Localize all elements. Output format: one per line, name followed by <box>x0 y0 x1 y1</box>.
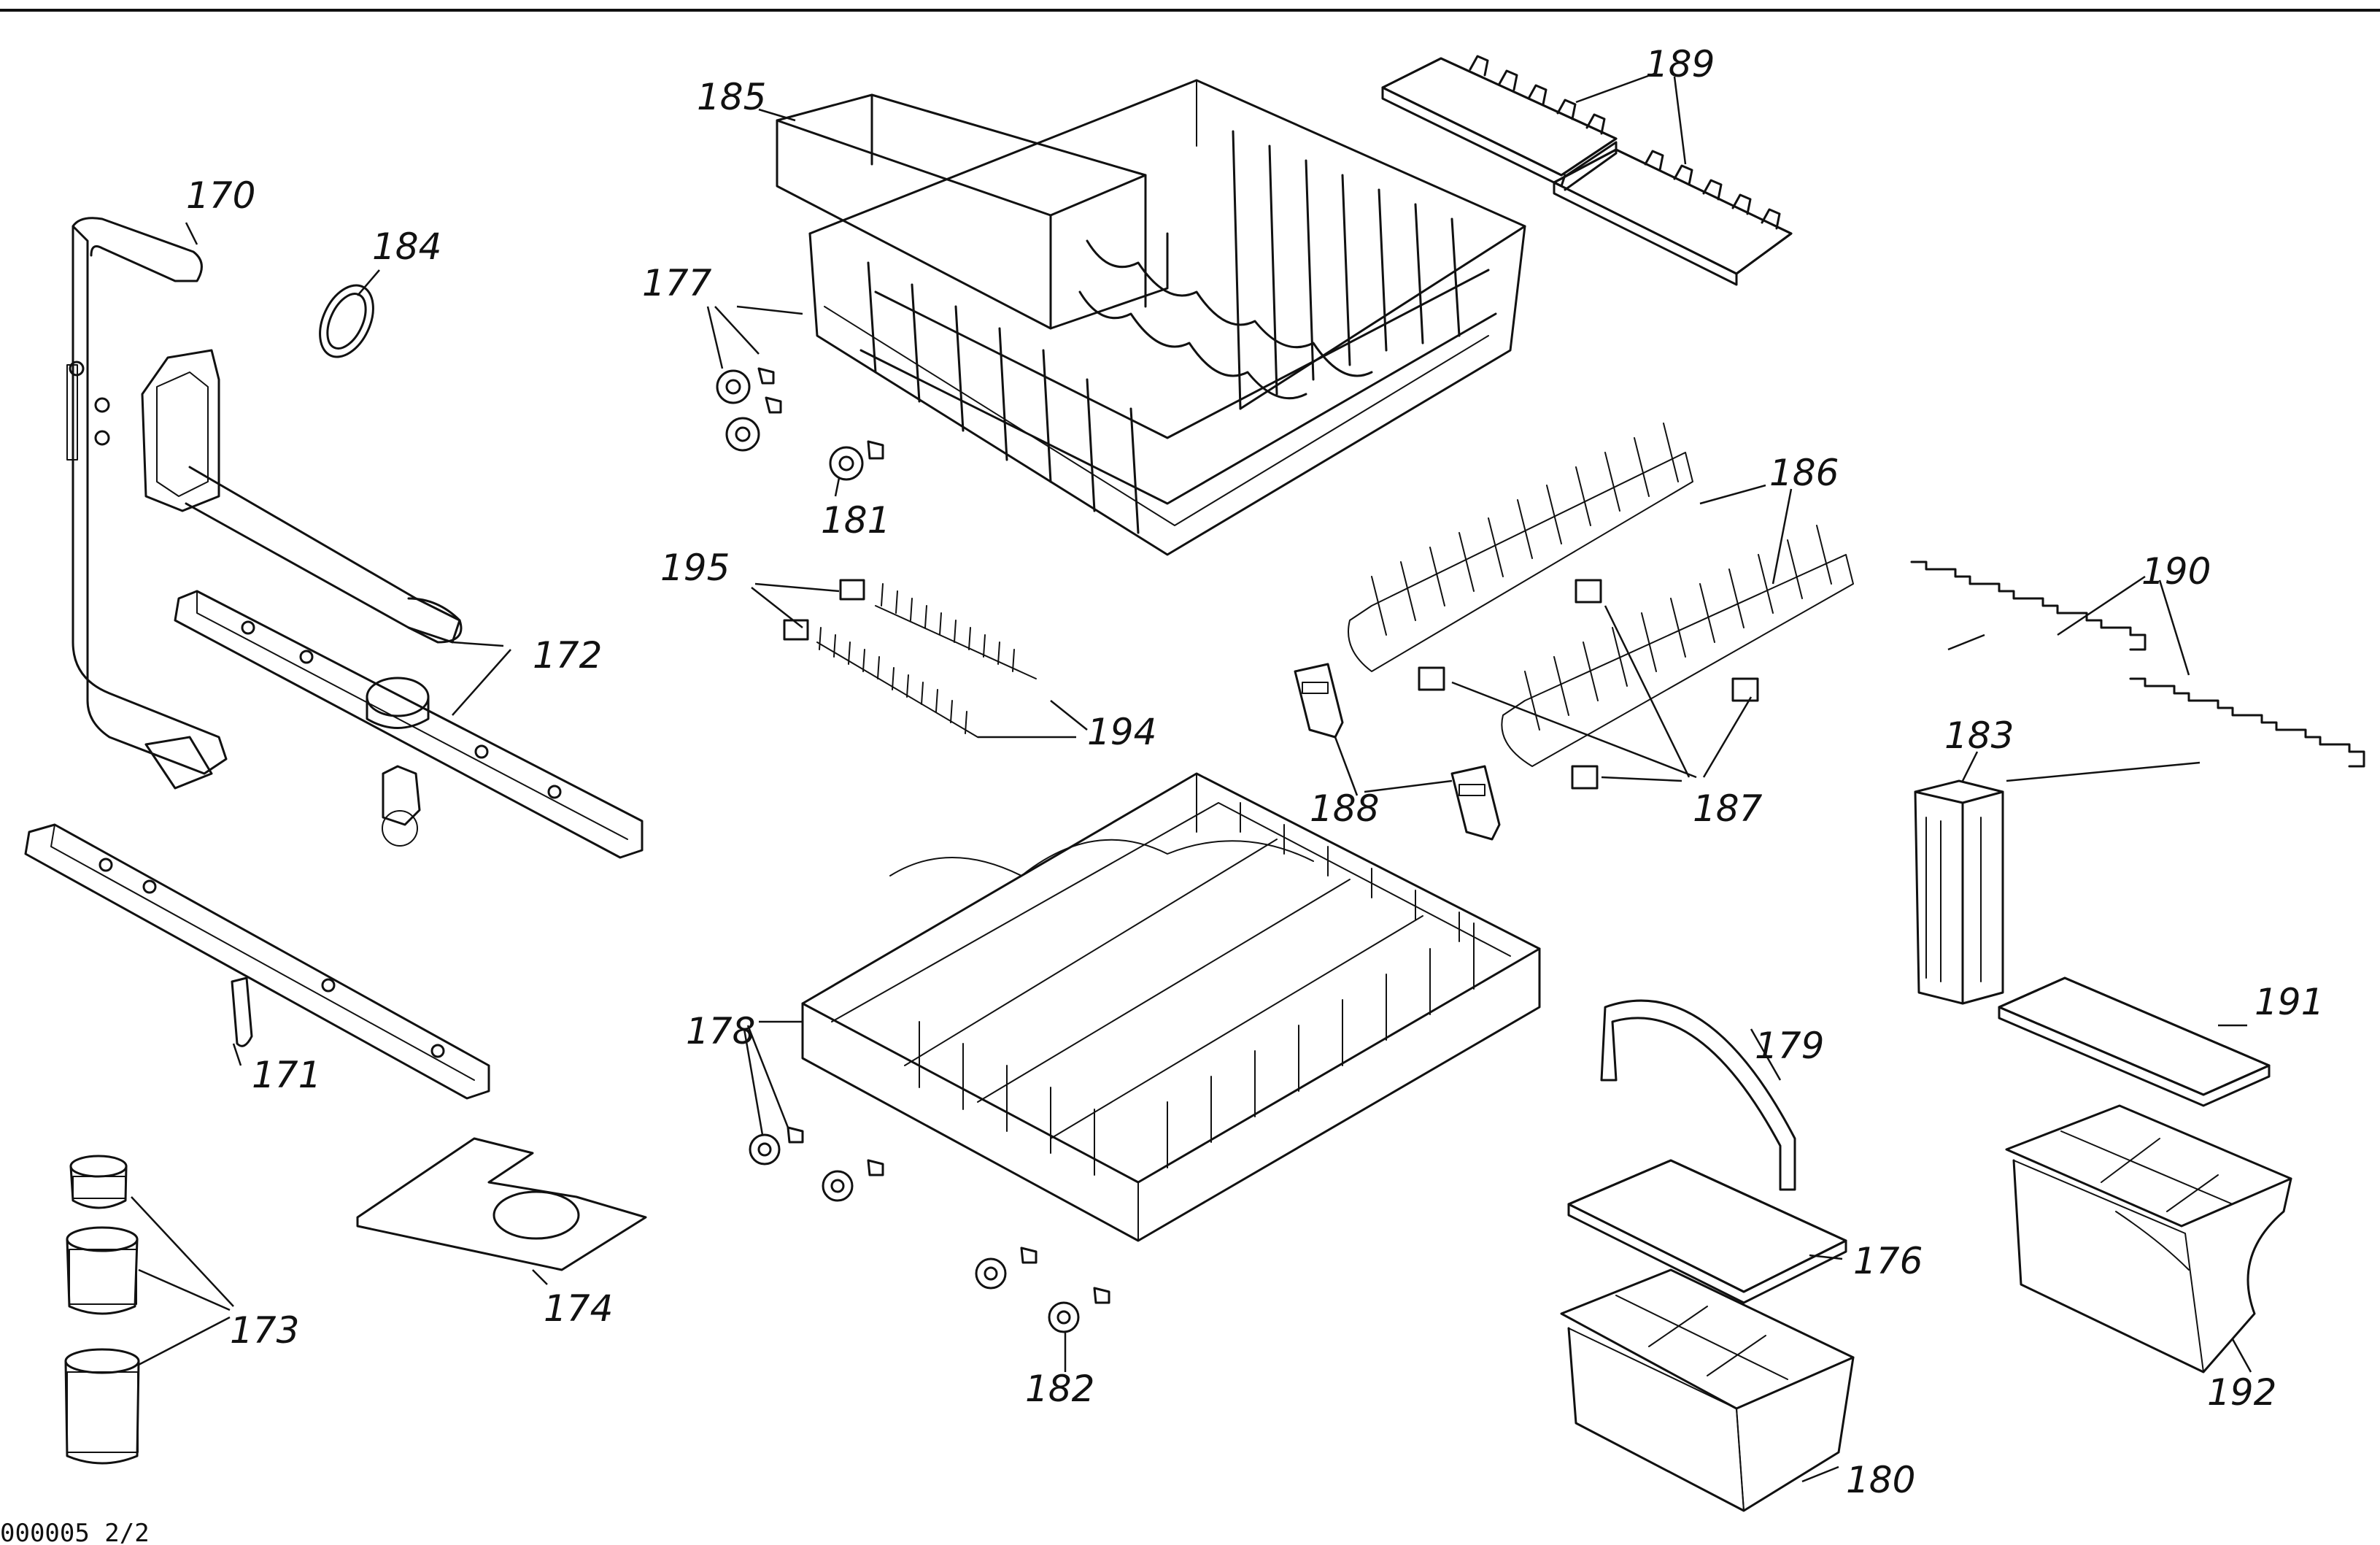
label-177: 177 <box>642 262 712 304</box>
part-170-spray-pipe <box>66 217 228 790</box>
label-171: 171 <box>252 1054 321 1096</box>
part-upper-feed-tube <box>141 349 463 644</box>
part-183-cutlery-cup <box>1914 779 2004 1005</box>
part-188-holders <box>1294 663 1501 841</box>
part-185-upper-basket <box>776 79 1526 556</box>
part-174-cover-plate <box>356 1137 647 1271</box>
part-187-clips <box>1418 579 1759 790</box>
label-185: 185 <box>697 76 766 118</box>
label-184: 184 <box>372 226 441 268</box>
label-176: 176 <box>1853 1240 1923 1282</box>
label-179: 179 <box>1755 1025 1824 1067</box>
part-lower-basket <box>749 772 1541 1333</box>
part-177-wheels <box>716 367 782 452</box>
label-170: 170 <box>186 174 255 217</box>
label-195: 195 <box>660 547 730 589</box>
label-182: 182 <box>1025 1368 1094 1410</box>
part-194-195-tine-racks <box>783 579 1037 738</box>
part-186-tine-rows <box>1348 423 1854 767</box>
part-172-upper-spray-arm <box>174 590 644 859</box>
part-181-wheel <box>829 440 884 481</box>
label-189: 189 <box>1645 43 1715 85</box>
label-187: 187 <box>1693 787 1763 830</box>
label-183: 183 <box>1944 714 2014 757</box>
part-labels: 170 184 185 177 181 189 186 190 195 194 … <box>186 43 2324 1501</box>
label-173: 173 <box>230 1309 299 1352</box>
part-189-fold-grilles <box>1381 55 1793 286</box>
part-192-cutlery-basket <box>2005 1104 2292 1373</box>
drawing-footer-code: 000005 2/2 <box>0 1519 150 1545</box>
label-172: 172 <box>533 634 602 677</box>
part-176-basket-lid <box>1567 1159 1847 1304</box>
label-181: 181 <box>821 499 890 542</box>
label-180: 180 <box>1846 1459 1915 1501</box>
part-173-filter-set <box>64 1155 140 1465</box>
label-186: 186 <box>1769 452 1839 494</box>
label-194: 194 <box>1087 711 1156 753</box>
label-174: 174 <box>544 1287 613 1330</box>
part-191-small-lid <box>1998 976 2271 1107</box>
label-192: 192 <box>2207 1371 2276 1414</box>
label-178: 178 <box>686 1010 755 1052</box>
part-184-filter-cap <box>319 284 374 358</box>
part-171-lower-spray-arm <box>24 823 490 1100</box>
label-188: 188 <box>1310 787 1379 830</box>
label-190: 190 <box>2141 550 2211 593</box>
part-190-tine-strips <box>1910 560 2365 768</box>
label-191: 191 <box>2255 981 2324 1023</box>
part-180-cutlery-basket <box>1560 1268 1855 1512</box>
leader-lines <box>131 72 2252 1483</box>
part-179-handle <box>1600 999 1796 1191</box>
